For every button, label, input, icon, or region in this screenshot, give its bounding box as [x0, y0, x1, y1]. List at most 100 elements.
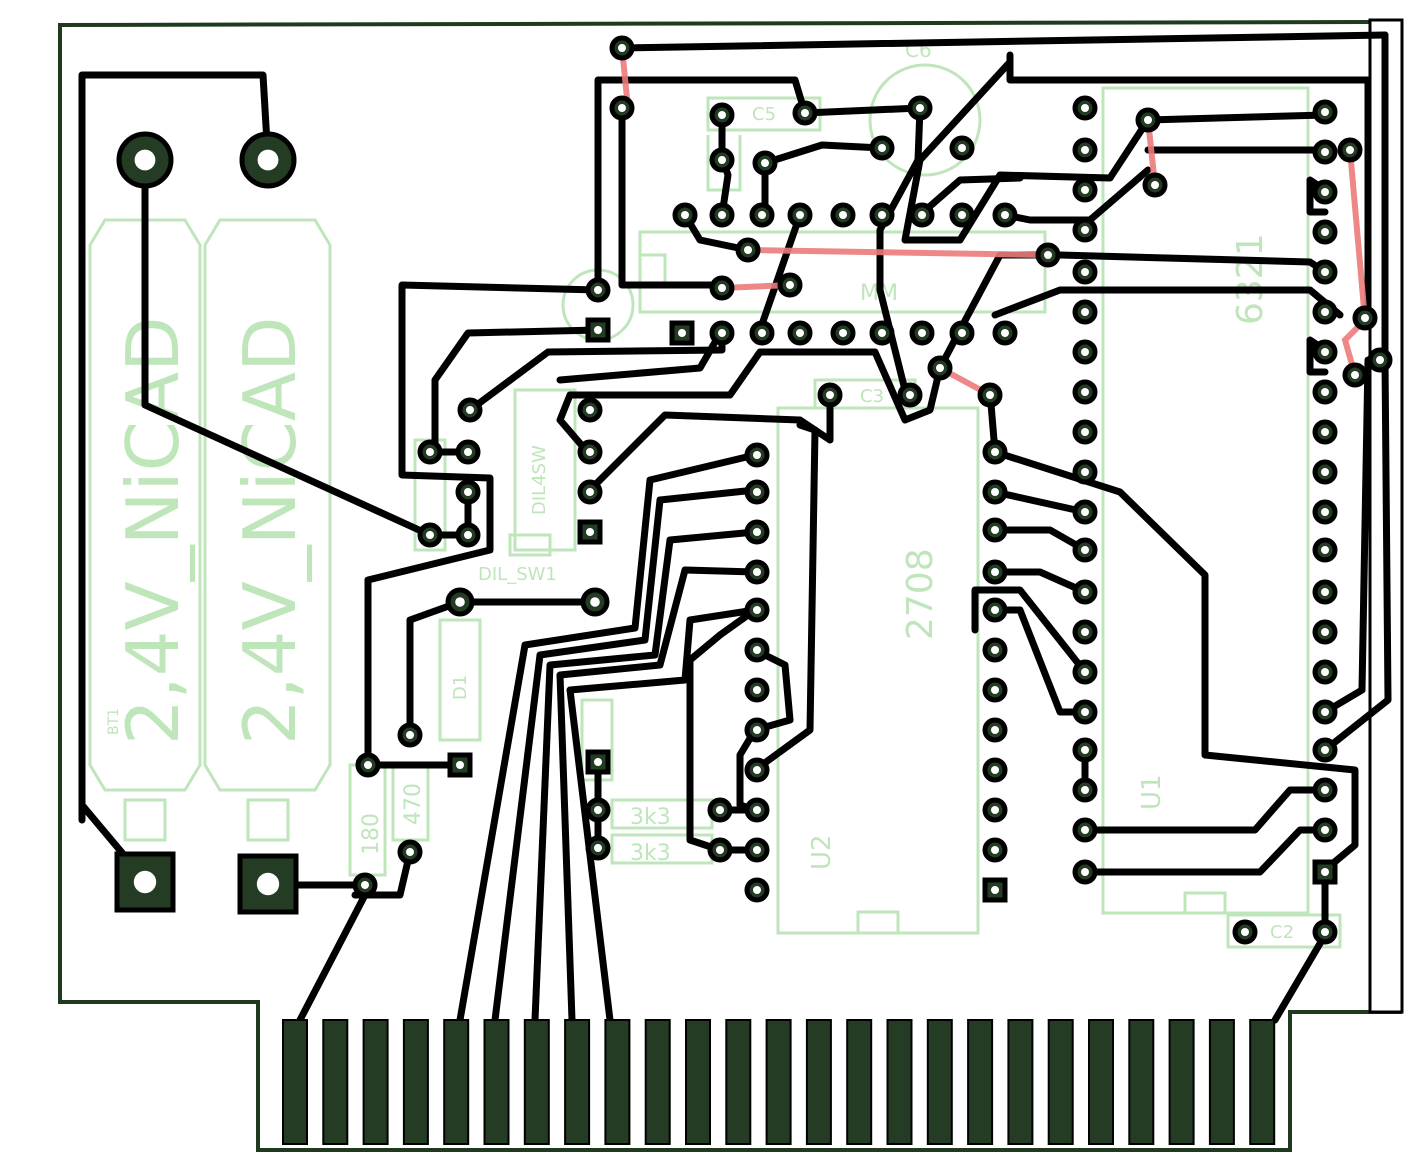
pad-hole	[256, 872, 280, 896]
pad-hole	[936, 364, 944, 372]
pad-hole	[1321, 588, 1329, 596]
trace-edge-2	[491, 486, 759, 1024]
edge-finger	[886, 1019, 913, 1145]
trace-u2-3	[991, 526, 1089, 554]
trace-c7-3	[761, 141, 886, 167]
trace-mm-row2	[991, 286, 1344, 319]
pad-hole	[718, 329, 726, 337]
pad-hole	[991, 646, 999, 654]
dil-switch-outline	[513, 388, 577, 552]
trace-mm-chain	[556, 326, 964, 459]
pad-hole	[1081, 546, 1089, 554]
edge-finger	[926, 1019, 953, 1145]
trace-u1-right	[1321, 31, 1392, 754]
pad-hole	[958, 211, 966, 219]
pad-hole	[1321, 108, 1329, 116]
pad-hole	[594, 326, 602, 334]
pad-hole	[594, 286, 602, 294]
pad-hole	[839, 211, 847, 219]
pad-hole	[1241, 928, 1249, 936]
trace-top-1	[618, 31, 1389, 52]
pad-hole	[716, 806, 724, 814]
edge-finger	[1128, 1019, 1155, 1145]
pad-hole	[1321, 228, 1329, 236]
pad-hole	[1081, 588, 1089, 596]
pad-hole	[991, 846, 999, 854]
edge-finger	[1088, 1019, 1114, 1145]
pad-hole	[753, 488, 761, 496]
pad-hole	[1081, 508, 1089, 516]
pad-hole	[986, 391, 994, 399]
pad-hole	[916, 104, 924, 112]
pad-hole	[464, 488, 472, 496]
edge-finger	[402, 1019, 429, 1145]
pad-hole	[796, 211, 804, 219]
trace-mid-5	[1144, 111, 1329, 124]
pad-hole	[758, 329, 766, 337]
edge-connector	[282, 1019, 1276, 1145]
pad-hole	[1321, 388, 1329, 396]
trace-edge-9	[751, 421, 819, 774]
pad-hole	[958, 144, 966, 152]
pad-hole	[991, 686, 999, 694]
ic6321-notch	[1183, 891, 1227, 915]
edge-finger	[644, 1019, 671, 1145]
pad-hole	[1376, 356, 1384, 364]
pad-hole	[878, 211, 886, 219]
d1-outline	[438, 618, 482, 742]
pad-hole	[753, 806, 761, 814]
pad-hole	[1081, 348, 1089, 356]
ic6321-outline	[1101, 86, 1310, 915]
trace-edge-4	[556, 566, 759, 1024]
pad-hole	[1081, 826, 1089, 834]
pad-hole	[718, 211, 726, 219]
battery-1-outline	[88, 218, 202, 792]
trace-edge-7	[751, 646, 794, 734]
pad-hole	[1321, 826, 1329, 834]
pad-hole	[753, 766, 761, 774]
pad-hole	[1321, 546, 1329, 554]
trace-u2-5	[971, 586, 1089, 676]
edge-finger	[967, 1019, 994, 1145]
d1-label: D1	[450, 675, 471, 700]
edge-finger	[282, 1019, 308, 1145]
trace-battery-top	[78, 71, 272, 824]
pad-hole	[1081, 226, 1089, 234]
dilsw1-label: DIL_SW1	[478, 564, 557, 585]
pad-hole	[878, 144, 886, 152]
pad-hole	[1321, 268, 1329, 276]
pad-hole	[1351, 371, 1359, 379]
pad-hole	[758, 211, 766, 219]
trace-c5	[801, 104, 924, 117]
pad-hole	[1081, 186, 1089, 194]
pad-hole	[753, 606, 761, 614]
pad-hole	[786, 281, 794, 289]
pad-hole	[801, 109, 809, 117]
edge-finger	[523, 1019, 550, 1145]
pad-hole	[753, 726, 761, 734]
pad-hole	[1321, 188, 1329, 196]
pad-hole	[618, 104, 626, 112]
pad-hole	[364, 761, 372, 769]
pad-hole	[1321, 668, 1329, 676]
mm-chip-notch	[638, 253, 667, 287]
c3-label: C3	[860, 386, 884, 407]
trace-mid-2	[901, 58, 1152, 244]
pad-hole	[134, 149, 156, 171]
r470-label: 470	[401, 783, 426, 825]
pad-hole	[918, 211, 926, 219]
pad-hole	[991, 606, 999, 614]
trace-top-loop-2	[618, 104, 726, 289]
pad-hole	[718, 284, 726, 292]
trace-c2	[1271, 866, 1329, 1024]
pad-hole	[718, 111, 726, 119]
pad-hole	[594, 844, 602, 852]
r3k3b-label: 3k3	[630, 841, 671, 866]
ic2708-notch	[856, 910, 900, 935]
bt1-label: BT1	[106, 708, 122, 735]
pad-hole	[1321, 428, 1329, 436]
pad-hole	[991, 448, 999, 456]
pad-hole	[406, 848, 414, 856]
battery-1-label: 2,4V_NiCAD	[111, 316, 195, 745]
edge-finger	[322, 1019, 349, 1145]
